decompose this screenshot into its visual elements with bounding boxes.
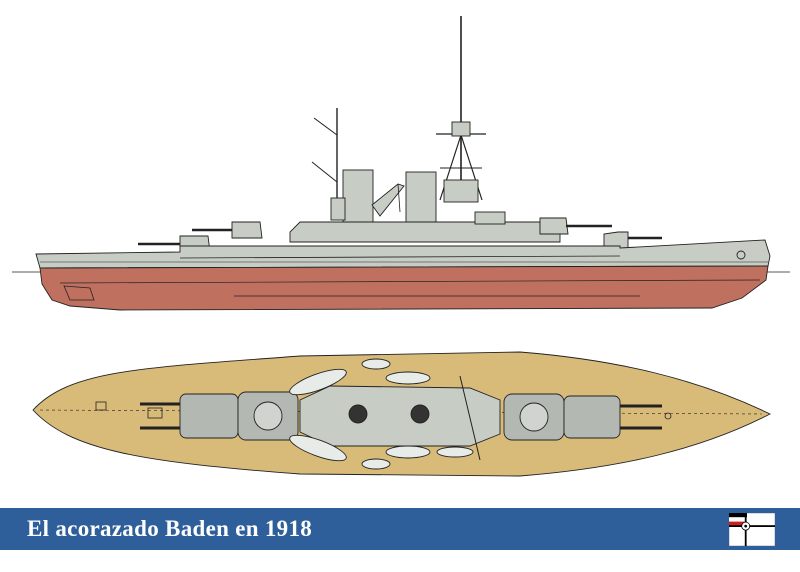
ship-boat xyxy=(361,358,391,370)
boat-crane xyxy=(371,183,405,217)
turret-a-top xyxy=(563,395,621,439)
turret-d-top xyxy=(179,393,239,439)
caption-banner: El acorazado Baden en 1918 xyxy=(0,508,800,550)
midship-structure xyxy=(299,385,501,447)
turret-b-side xyxy=(539,217,569,235)
turret-c-side xyxy=(231,221,263,239)
german-imperial-war-ensign-icon xyxy=(729,513,775,546)
plan-view-deck xyxy=(32,351,772,477)
ship-boat xyxy=(436,446,474,458)
ship-boat xyxy=(385,371,431,385)
superstructure xyxy=(289,221,561,243)
ship-drawing xyxy=(12,16,790,477)
aft-control-top xyxy=(451,121,471,137)
ship-boat xyxy=(361,458,391,470)
fore-funnel xyxy=(342,169,374,223)
rudder xyxy=(63,285,95,301)
hull-lower xyxy=(39,265,769,311)
fore-funnel-top xyxy=(348,404,368,424)
caption-title: El acorazado Baden en 1918 xyxy=(27,516,313,541)
ship-boat xyxy=(289,434,347,462)
side-profile-view xyxy=(12,16,790,311)
aft-funnel xyxy=(405,171,437,225)
ship-boat xyxy=(289,368,347,396)
ship-boat xyxy=(385,445,431,459)
aft-funnel-top xyxy=(410,404,430,424)
